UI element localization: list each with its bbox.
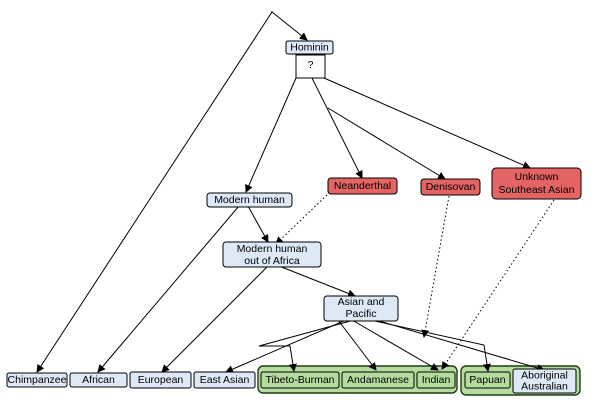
modern-human-label: Modern human: [214, 194, 285, 206]
node-unknown-se-asian: Unknown Southeast Asian: [491, 167, 582, 200]
node-papuan: Papuan: [464, 371, 511, 389]
edges: [36, 11, 545, 373]
node-denisovan: Denisovan: [420, 178, 481, 196]
aboriginal-australian-label-2: Australian: [521, 381, 568, 393]
european-label: European: [138, 374, 184, 386]
aboriginal-australian-label-1: Aboriginal: [521, 370, 568, 382]
node-european: European: [129, 371, 192, 389]
papuan-label: Papuan: [469, 374, 505, 386]
indian-label: Indian: [422, 374, 451, 386]
edge-root-chimpanzee: [36, 11, 273, 373]
edge-ancestor-neanderthal: [311, 77, 363, 179]
neanderthal-label: Neanderthal: [334, 180, 391, 192]
denisovan-label: Denisovan: [426, 181, 476, 193]
african-label: African: [82, 374, 115, 386]
edge-modern-human-out-of-africa: [247, 205, 269, 243]
node-neanderthal: Neanderthal: [327, 177, 398, 195]
edge-ancestor-unknown: [323, 77, 531, 169]
node-unknown-ancestor: ?: [295, 54, 326, 79]
node-hominin: Hominin: [285, 40, 334, 55]
unknown-ancestor-label: ?: [308, 59, 314, 71]
edge-ancestor-denisovan: [327, 107, 446, 180]
node-asian-pacific: Asian and Pacific: [323, 295, 399, 322]
node-aboriginal-australian: Aboriginal Australian: [512, 368, 577, 394]
edge-modern-human-african: [97, 205, 240, 373]
node-indian: Indian: [416, 371, 456, 389]
andamanese-label: Andamanese: [347, 374, 409, 386]
admixture-denisovan-indian: [421, 195, 450, 338]
unknown-se-asian-label-1: Unknown: [515, 171, 559, 183]
admixture-unknown-indian: [441, 199, 555, 370]
hominin-label: Hominin: [290, 42, 329, 54]
edge-root-hominin: [271, 11, 308, 41]
out-of-africa-label-2: out of Africa: [244, 255, 300, 267]
node-chimpanzee: Chimpanzee: [6, 372, 68, 388]
unknown-se-asian-label-2: Southeast Asian: [499, 184, 575, 196]
chimpanzee-label: Chimpanzee: [8, 374, 67, 386]
edge-asian-pacific-indian: [351, 319, 439, 371]
edge-asian-pacific-aboriginal: [375, 319, 545, 372]
edge-out-of-africa-asian-pacific: [278, 265, 356, 298]
edge-asian-pacific-papuan: [369, 319, 491, 372]
node-out-of-africa: Modern human out of Africa: [222, 241, 322, 268]
node-modern-human: Modern human: [206, 192, 293, 208]
edge-asian-pacific-andamanese: [337, 319, 377, 371]
edge-asian-pacific-tibeto-burman: [258, 319, 355, 372]
tibeto-burman-label: Tibeto-Burman: [265, 374, 334, 386]
node-african: African: [69, 372, 128, 388]
node-tibeto-burman: Tibeto-Burman: [260, 371, 340, 389]
edge-ancestor-modern-human: [245, 77, 297, 193]
node-andamanese: Andamanese: [341, 371, 415, 389]
node-east-asian: East Asian: [193, 371, 256, 389]
admixture-edges: [275, 194, 555, 370]
edge-out-of-africa-european: [161, 265, 269, 373]
asian-pacific-label-1: Asian and: [338, 296, 385, 308]
asian-pacific-label-2: Pacific: [346, 308, 377, 320]
east-asian-label: East Asian: [200, 374, 250, 386]
out-of-africa-label-1: Modern human: [237, 243, 308, 255]
